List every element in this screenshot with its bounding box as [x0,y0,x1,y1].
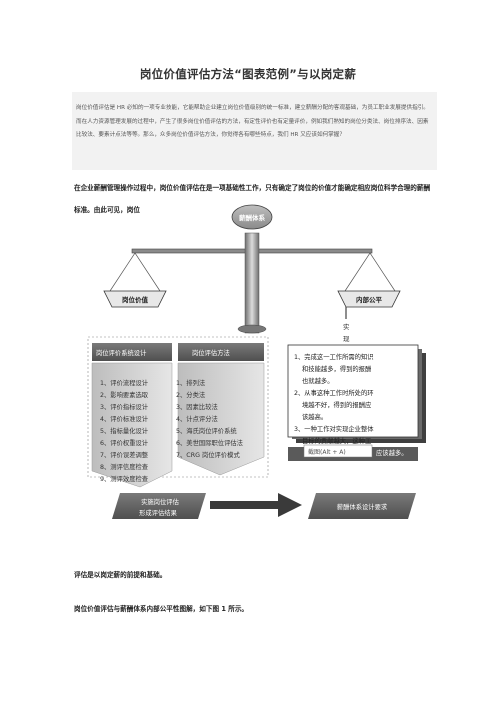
card-item-1-line2: 和技能越多，得到的报酬 [302,364,371,373]
card-item-3-line2: 目标的贡献越大，这种工 [302,436,371,445]
card-item-2-line3: 该越高。 [302,412,327,421]
col1-item: 1、评价流程设计 [100,378,149,387]
left-pan-label: 岗位价值 [122,295,149,304]
right-string-b [369,252,396,292]
right-pan [337,290,401,308]
left-pan [103,290,167,308]
col2-item: 6、美世国际职位评估法 [176,438,243,447]
salary-balance-diagram: 薪酬体系 岗位价值 内部公平 实 现 岗位评价系统设计 1、评价流程设计 2、影… [87,204,426,519]
intro-box: 岗位价值评估是 HR 必知的一项专业技能，它能帮助企业建立岗位价值级别的统一标准… [72,92,437,170]
left-string-a [134,252,161,292]
col1-item: 4、评价标准设计 [100,414,149,423]
card-item-3-line1: 3、一种工作对实现企业整体 [294,424,374,433]
dashed-frame [87,336,269,478]
col1-item: 7、评价误差调整 [100,450,149,459]
bottom-left-line2: 形成评估结果 [139,508,177,517]
col1-list: 1、评价流程设计 2、影响要素选取 3、评价指标设计 4、评价标准设计 5、指标… [100,378,149,483]
top-oval-label: 薪酬体系 [239,213,266,222]
col2-item: 3、因素比较法 [176,402,218,411]
right-string-a [344,252,371,292]
col2-header: 岗位评估方法 [192,348,230,357]
bottom-left-line1: 实施岗位评估 [141,497,179,506]
col2-body [177,362,265,476]
col2-item: 7、CRG 岗位评价模式 [176,450,240,459]
bottom-right-label: 薪酬体系设计要求 [337,502,388,511]
col2-list: 1、排列法 2、分类法 3、因素比较法 4、计点评分法 5、海氏岗位评价系统 6… [176,378,243,459]
right-side-char-1: 实 [343,322,350,331]
col1-item: 8、测评信度检查 [100,462,149,471]
intro-text: 岗位价值评估是 HR 必知的一项专业技能，它能帮助企业建立岗位价值级别的统一标准… [76,105,429,138]
after-diagram-paragraph-1: 评估是以岗定薪的前提和基础。 [74,571,167,579]
col1-body [91,362,173,488]
col2-item: 1、排列法 [176,378,205,387]
bottom-left-box [112,493,206,519]
arrow-shaft [210,501,280,509]
screenshot-hint[interactable]: 截图(Alt + A) [308,448,346,456]
card-item-2-line1: 2、从事这种工作时所处的环 [294,388,374,397]
col2-item: 4、计点评分法 [176,414,218,423]
card-item-2-line2: 境越不好，得到的报酬应 [302,400,372,409]
lead-paragraph: 在企业薪酬管理操作过程中，岗位价值评估在是一项基础性工作，只有确定了岗位的价值才… [74,184,431,214]
card-text: 1、完成这一工作所需的知识 和技能越多，得到的报酬 也就越多。 2、从事这种工作… [294,352,374,433]
card-front [287,344,419,438]
bottom-right-box [308,493,416,519]
col2-item: 2、分类法 [176,390,205,399]
col1-item: 5、指标量化设计 [100,426,149,435]
document-title: 岗位价值评估方法“图表范例”与以岗定薪 [139,67,357,81]
col1-item: 6、评价权重设计 [100,438,149,447]
card-item-1-line3: 也就越多。 [302,376,333,385]
col1-header-box [92,343,172,361]
pillar-base [237,324,267,334]
card-item-1-line1: 1、完成这一工作所需的知识 [294,352,374,361]
screenshot-hint-box[interactable] [303,444,373,458]
arrow-head [278,493,302,517]
right-side-char-2: 现 [343,335,350,343]
right-pan-label: 内部公平 [356,295,383,304]
card-item-3-line3: 应该越多。 [376,448,407,457]
col1-item: 3、评价指标设计 [100,402,149,411]
col2-item: 5、海氏岗位评价系统 [176,426,237,435]
col1-item: 2、影响要素选取 [100,390,149,399]
after-diagram-paragraph-2: 岗位价值评估与薪酬体系内部公平性图解，如下图 1 所示。 [74,605,249,613]
col1-header: 岗位评价系统设计 [96,348,147,357]
top-oval [231,204,273,230]
col2-header-box [178,343,264,361]
col1-item: 9、测评效度检查 [100,474,149,483]
left-string-b [109,252,136,292]
balance-pillar [244,232,260,334]
